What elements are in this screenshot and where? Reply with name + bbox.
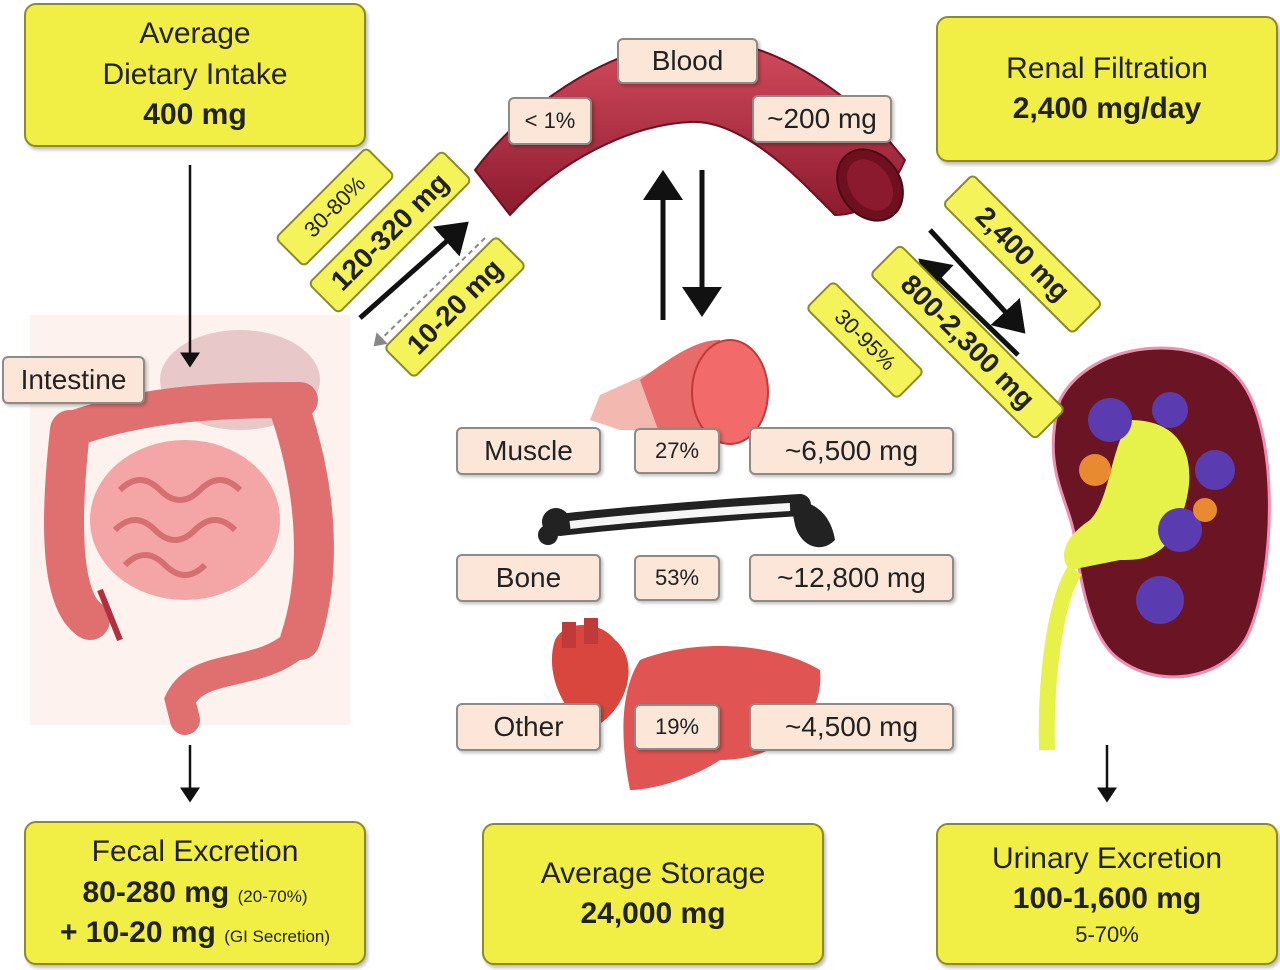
- fecal-value1: 80-280 mg: [82, 875, 230, 909]
- urinary-title: Urinary Excretion: [991, 841, 1223, 875]
- storage-value: 24,000 mg: [580, 897, 726, 930]
- average-storage-box: Average Storage 24,000 mg: [482, 823, 824, 965]
- bone-label: Bone: [456, 554, 601, 602]
- intestine-label: Intestine: [2, 356, 145, 404]
- kidney-illustration: [1038, 346, 1271, 751]
- bone-illustration: [538, 494, 835, 548]
- muscle-illustration: [590, 339, 769, 445]
- blood-amount: ~200 mg: [752, 95, 892, 143]
- fecal-value2: + 10-20 mg: [59, 916, 216, 950]
- flow-arrows: [180, 165, 1117, 803]
- bone-amount: ~12,800 mg: [749, 554, 954, 602]
- urinary-value: 100-1,600 mg: [1012, 882, 1202, 916]
- blood-label: Blood: [617, 38, 758, 84]
- filtration-arrow: [928, 228, 1026, 334]
- urinary-excretion-box: Urinary Excretion 100-1,600 mg 5-70%: [936, 823, 1278, 965]
- muscle-amount: ~6,500 mg: [749, 427, 954, 475]
- urinary-pct: 5-70%: [1075, 921, 1139, 947]
- muscle-pct: 27%: [634, 428, 720, 474]
- fecal-note1: (20-70%): [237, 886, 308, 906]
- muscle-label: Muscle: [456, 427, 601, 475]
- fecal-excretion-box: Fecal Excretion 80-280 mg (20-70%) + 10-…: [24, 821, 366, 965]
- other-label: Other: [456, 703, 601, 751]
- fecal-note2: (GI Secretion): [224, 927, 331, 947]
- fecal-title: Fecal Excretion: [91, 835, 299, 869]
- absorption-arrow: [358, 221, 469, 320]
- intake-line1: Average: [139, 17, 251, 51]
- dietary-intake-box: Average Dietary Intake 400 mg: [24, 3, 366, 147]
- intake-value: 400 mg: [143, 98, 247, 132]
- renal-value: 2,400 mg/day: [1012, 92, 1202, 125]
- blood-vessel-illustration: [473, 38, 907, 222]
- intestine-illustration: [30, 315, 350, 735]
- renal-filtration-box: Renal Filtration 2,400 mg/day: [936, 16, 1278, 162]
- bone-pct: 53%: [634, 555, 720, 601]
- blood-pct: < 1%: [508, 97, 592, 145]
- renal-title: Renal Filtration: [1006, 51, 1208, 85]
- other-amount: ~4,500 mg: [749, 703, 954, 751]
- secretion-arrow: [373, 237, 486, 347]
- other-pct: 19%: [634, 704, 720, 750]
- reabsorption-arrow: [918, 258, 1020, 357]
- storage-title: Average Storage: [540, 856, 766, 890]
- intake-line2: Dietary Intake: [102, 57, 288, 91]
